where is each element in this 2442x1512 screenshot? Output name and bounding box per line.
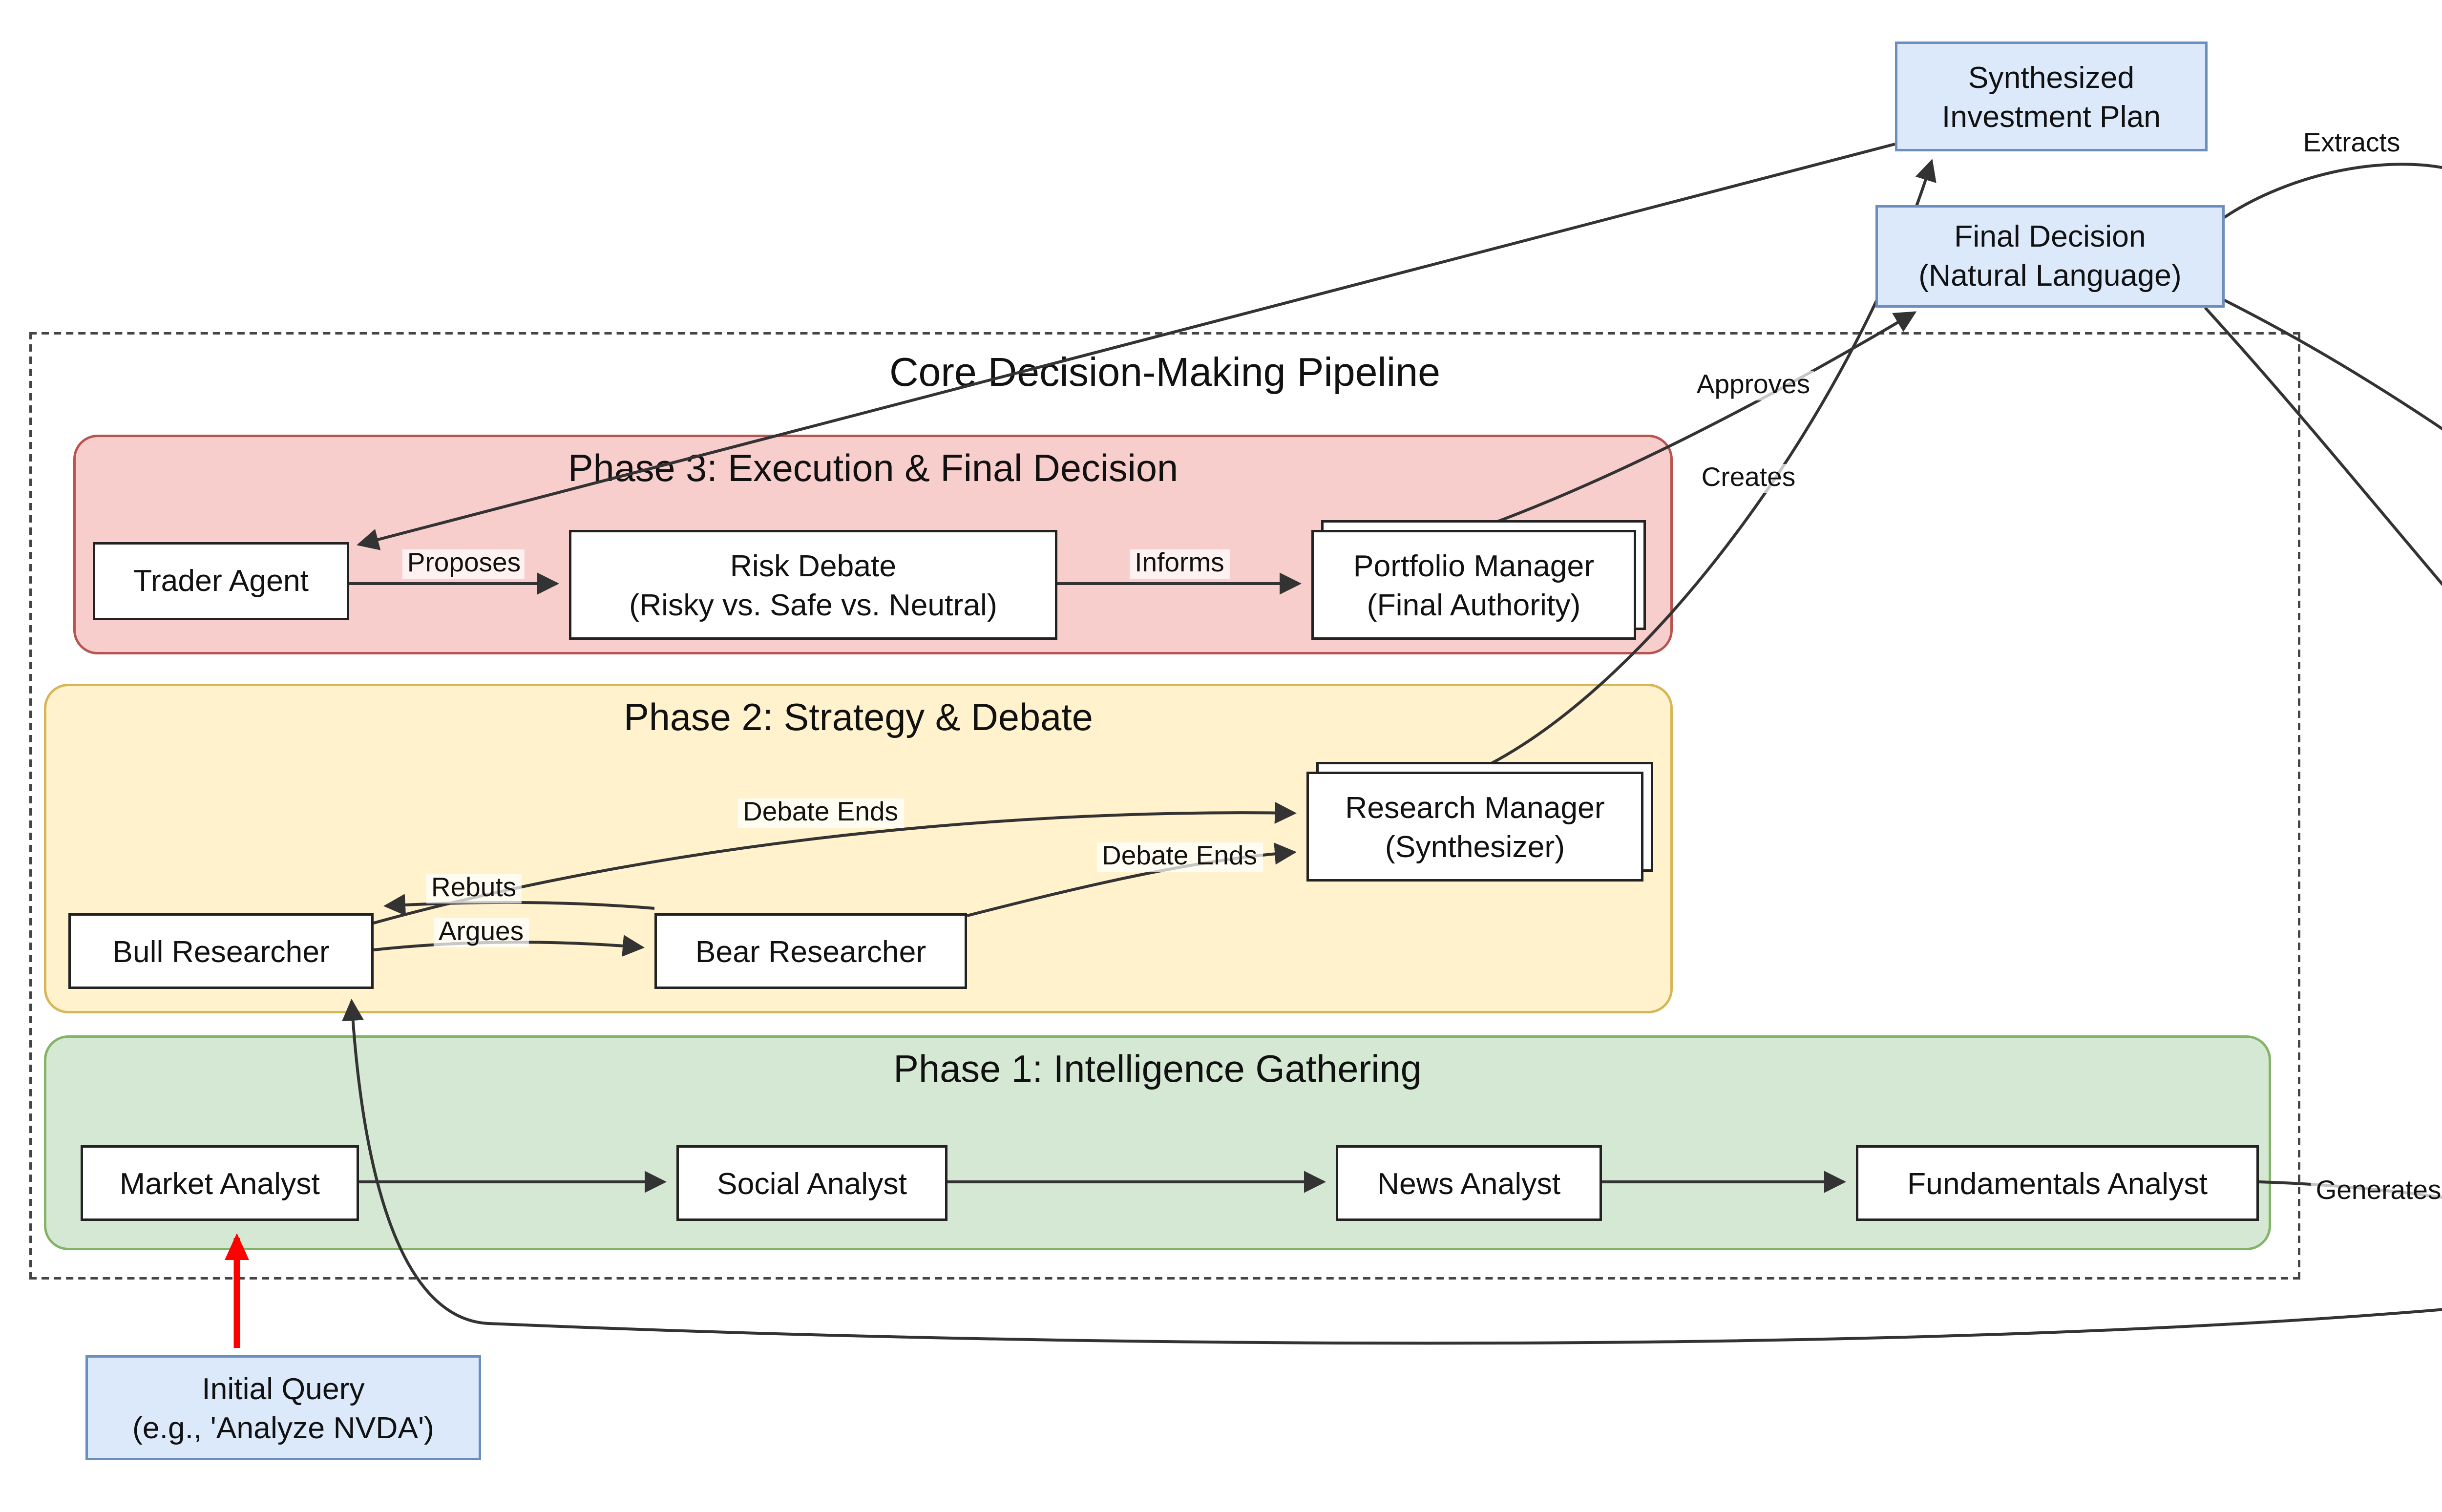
edge-label-debate-ends-bear: Debate Ends xyxy=(1096,842,1263,872)
phase3-title: Phase 3: Execution & Final Decision xyxy=(568,449,1179,491)
edge-label-creates: Creates xyxy=(1696,464,1801,493)
news-analyst-label: News Analyst xyxy=(1377,1166,1561,1200)
final-decision-label-1: Final Decision xyxy=(1954,220,2146,254)
synthesized-plan-label-2: Investment Plan xyxy=(1941,99,2161,133)
portfolio-manager-node: Portfolio Manager (Final Authority) xyxy=(1311,520,1646,640)
edge-finaldecision-to-cleansignal xyxy=(2216,163,2442,224)
bull-researcher-label: Bull Researcher xyxy=(112,934,330,968)
portfolio-manager-label-1: Portfolio Manager xyxy=(1353,548,1595,583)
risk-debate-label-2: (Risky vs. Safe vs. Neutral) xyxy=(629,587,997,622)
fundamentals-analyst-label: Fundamentals Analyst xyxy=(1907,1166,2208,1200)
edge-label-argues: Argues xyxy=(433,918,529,947)
edge-label-generates: Generates xyxy=(2311,1177,2442,1206)
edge-label-debate-ends-bull: Debate Ends xyxy=(737,798,904,828)
core-pipeline-title: Core Decision-Making Pipeline xyxy=(889,352,1440,396)
phase1-title: Phase 1: Intelligence Gathering xyxy=(893,1050,1422,1092)
initial-query-node: Initial Query (e.g., 'Analyze NVDA') xyxy=(85,1355,481,1460)
phase2-title: Phase 2: Strategy & Debate xyxy=(624,698,1093,740)
edge-label-extracts: Extracts xyxy=(2298,129,2405,159)
final-decision-node: Final Decision (Natural Language) xyxy=(1875,205,2225,308)
social-analyst-node: Social Analyst xyxy=(676,1145,947,1221)
trader-agent-node: Trader Agent xyxy=(93,542,349,620)
research-manager-label-1: Research Manager xyxy=(1345,790,1605,824)
risk-debate-label-1: Risk Debate xyxy=(730,548,897,583)
initial-query-label-1: Initial Query xyxy=(202,1371,365,1406)
bear-researcher-label: Bear Researcher xyxy=(695,934,926,968)
synthesized-plan-label-1: Synthesized xyxy=(1968,60,2135,94)
synthesized-plan-node: Synthesized Investment Plan xyxy=(1895,42,2208,151)
edge-label-proposes: Proposes xyxy=(402,549,526,579)
market-analyst-node: Market Analyst xyxy=(81,1145,359,1221)
fundamentals-analyst-node: Fundamentals Analyst xyxy=(1856,1145,2259,1221)
trader-agent-label: Trader Agent xyxy=(133,564,309,598)
bear-researcher-node: Bear Researcher xyxy=(654,913,967,989)
research-manager-label-2: (Synthesizer) xyxy=(1385,829,1565,863)
edge-label-rebuts: Rebuts xyxy=(426,874,522,903)
final-decision-label-2: (Natural Language) xyxy=(1918,259,2182,293)
portfolio-manager-label-2: (Final Authority) xyxy=(1367,587,1581,622)
news-analyst-node: News Analyst xyxy=(1336,1145,1602,1221)
edge-label-approves: Approves xyxy=(1691,371,1815,400)
initial-query-label-2: (e.g., 'Analyze NVDA') xyxy=(132,1410,434,1445)
research-manager-node: Research Manager (Synthesizer) xyxy=(1306,762,1653,882)
edge-label-informs: Informs xyxy=(1130,549,1229,579)
bull-researcher-node: Bull Researcher xyxy=(68,913,374,989)
risk-debate-node: Risk Debate (Risky vs. Safe vs. Neutral) xyxy=(569,530,1057,640)
social-analyst-label: Social Analyst xyxy=(716,1166,907,1200)
market-analyst-label: Market Analyst xyxy=(120,1166,320,1200)
